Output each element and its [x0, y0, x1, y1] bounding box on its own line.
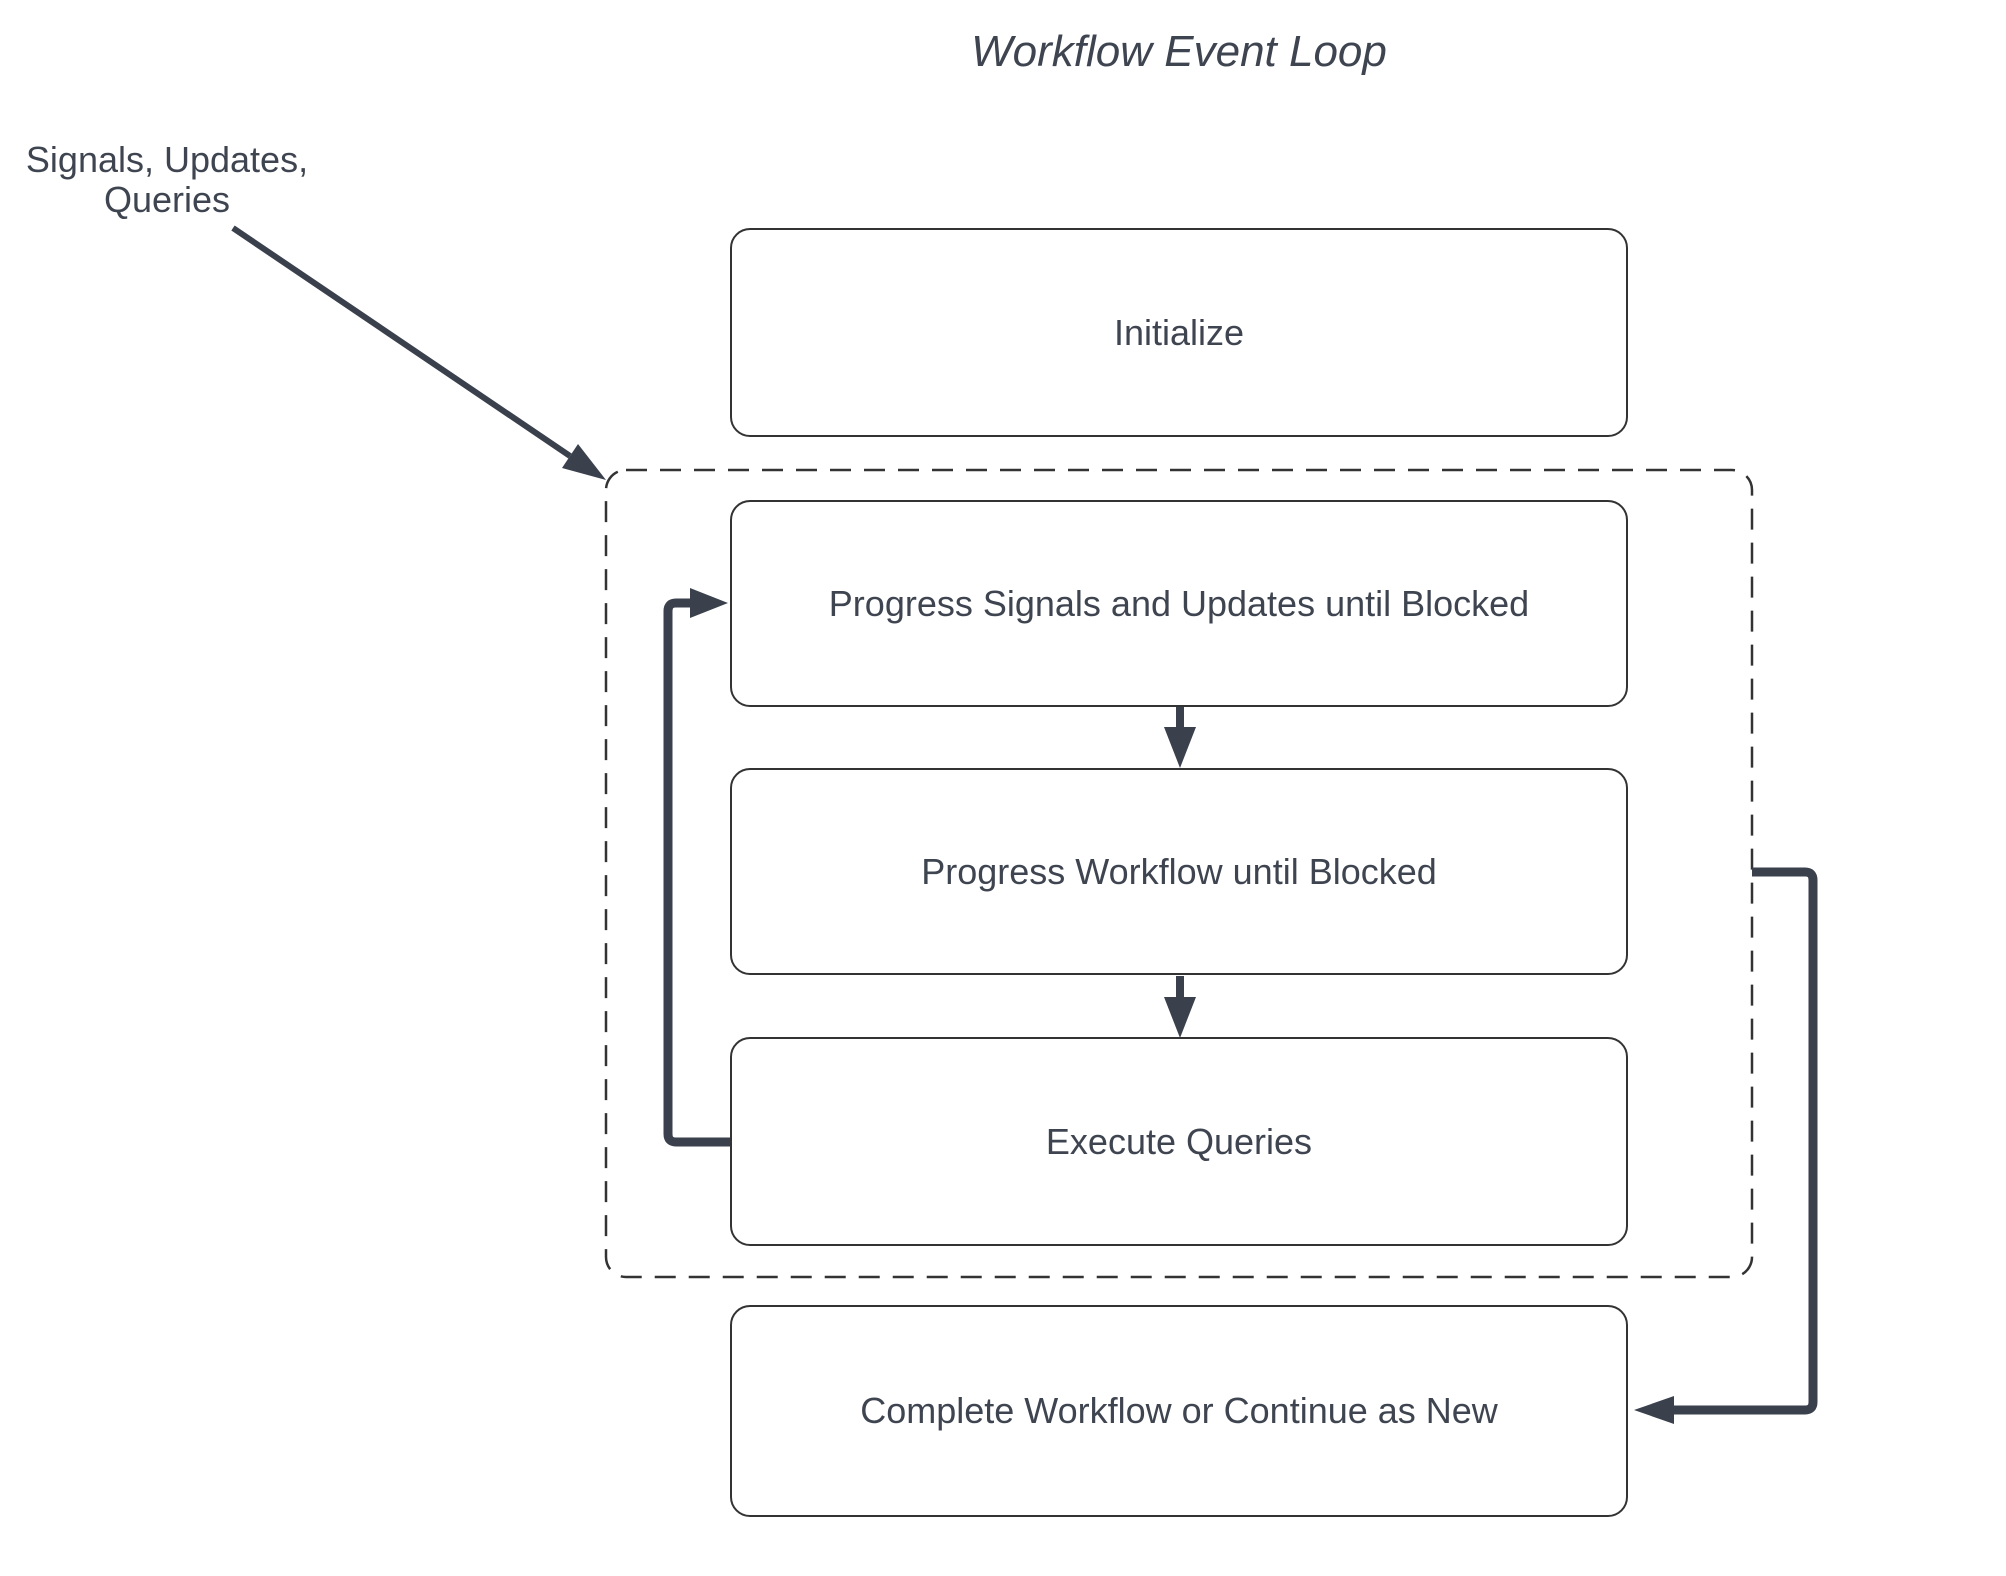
exit-loop-arrowhead	[1634, 1396, 1674, 1424]
node-initialize: Initialize	[730, 228, 1628, 437]
down-arrow-1-head	[1164, 727, 1196, 768]
external-input-label-line2: Queries	[103, 179, 231, 220]
external-input-label: Signals, Updates, Queries	[17, 140, 317, 220]
arrow-heads	[562, 444, 1674, 1424]
node-progress-workflow-label: Progress Workflow until Blocked	[921, 850, 1437, 892]
loop-back-arrowhead	[690, 588, 728, 618]
exit-loop-arrow-line	[1674, 867, 1818, 1415]
node-progress-signals-updates: Progress Signals and Updates until Block…	[730, 500, 1628, 707]
loop-back-arrow-line	[663, 598, 730, 1147]
signals-input-arrowhead	[562, 444, 606, 480]
diagram-title: Workflow Event Loop	[971, 27, 1387, 76]
external-input-label-line1: Signals, Updates,	[25, 139, 309, 180]
signals-input-arrow-line	[231, 225, 572, 459]
event-loop-dashed-container	[604, 468, 1754, 1279]
node-progress-workflow: Progress Workflow until Blocked	[730, 768, 1628, 975]
down-arrow-2-head	[1164, 997, 1196, 1038]
node-execute-queries-label: Execute Queries	[1045, 1120, 1313, 1162]
node-complete-workflow-label: Complete Workflow or Continue as New	[860, 1390, 1498, 1431]
node-progress-signals-updates-label: Progress Signals and Updates until Block…	[828, 582, 1530, 624]
node-initialize-label: Initialize	[1113, 311, 1245, 353]
node-execute-queries: Execute Queries	[730, 1037, 1628, 1246]
node-complete-workflow: Complete Workflow or Continue as New	[730, 1305, 1628, 1517]
arrow-strokes	[231, 225, 1818, 1415]
